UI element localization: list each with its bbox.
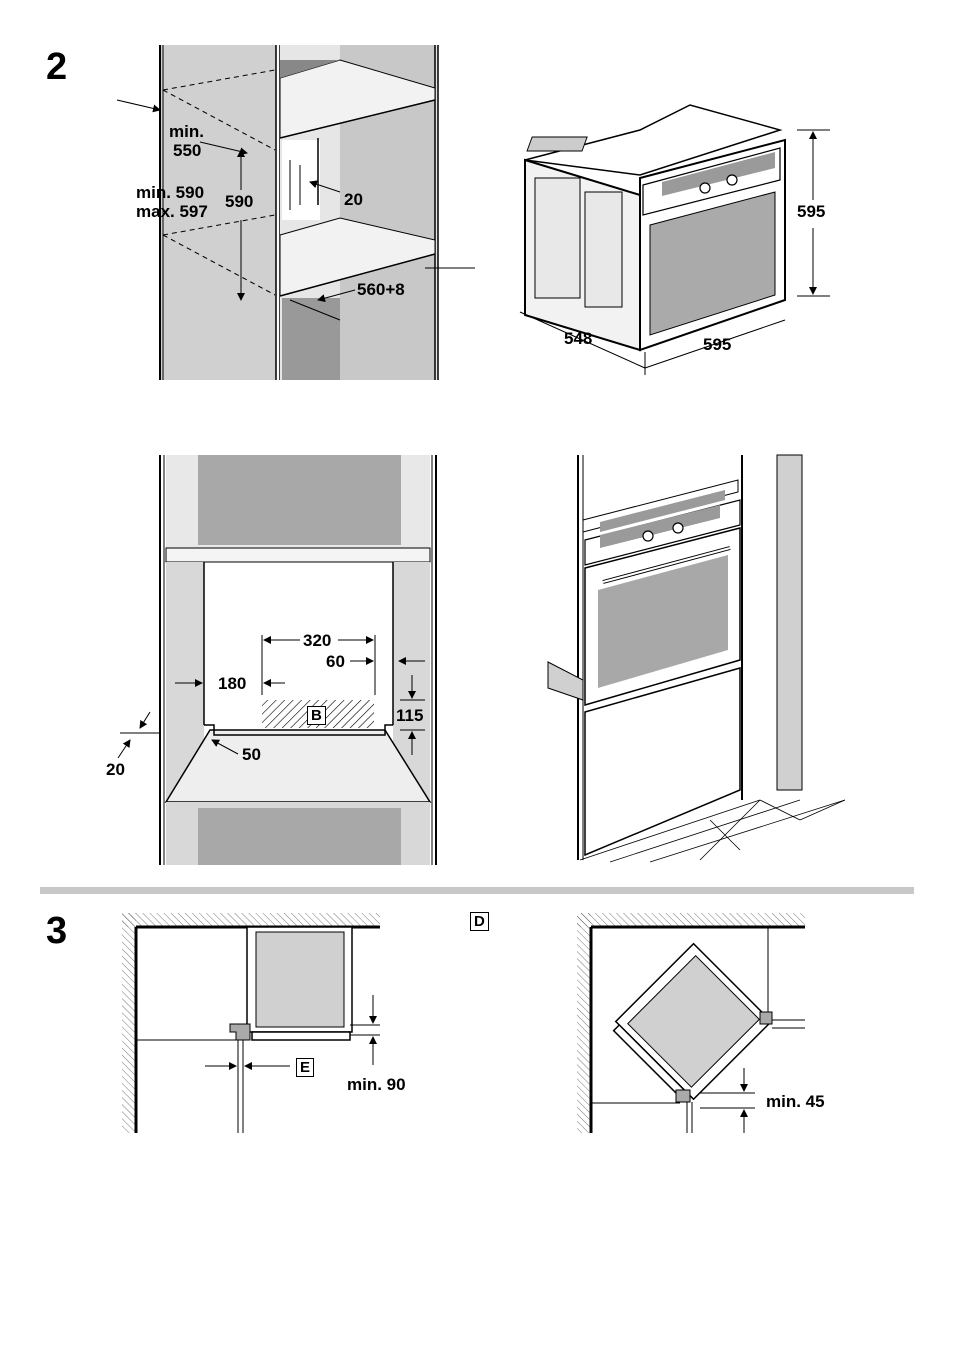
section-number-3: 3	[46, 910, 68, 952]
installed-oven	[547, 454, 846, 863]
dim-oven-depth: 548	[564, 329, 593, 348]
dim-320: 320	[303, 631, 332, 650]
dim-20-top: 20	[344, 190, 363, 209]
dim-50: 50	[242, 745, 261, 764]
dim-115: 115	[396, 706, 424, 725]
dim-min550-line2: 550	[173, 141, 202, 160]
dim-60: 60	[326, 652, 345, 671]
dim-oven-height: 595	[797, 202, 826, 221]
dim-min45: min. 45	[766, 1092, 825, 1111]
dim-20-bottom: 20	[106, 760, 125, 779]
dim-590: 590	[225, 192, 254, 211]
dim-max597: max. 597	[136, 202, 208, 221]
dim-560: 560+8	[357, 280, 405, 299]
niche-front-view	[117, 455, 437, 865]
dim-180: 180	[218, 674, 247, 693]
dim-min550-line1: min.	[169, 122, 204, 141]
corner-plan-left	[122, 913, 380, 1133]
dim-min90: min. 90	[347, 1075, 406, 1094]
marker-d: D	[470, 912, 489, 931]
dim-oven-width: 595	[703, 335, 732, 354]
niche-side-view	[116, 45, 475, 380]
marker-e: E	[296, 1058, 315, 1077]
section-divider	[40, 887, 914, 894]
marker-b: B	[307, 706, 326, 725]
oven-isometric	[519, 104, 830, 375]
corner-plan-right	[577, 913, 805, 1133]
dim-min590: min. 590	[136, 183, 205, 202]
section-number-2: 2	[46, 46, 68, 88]
